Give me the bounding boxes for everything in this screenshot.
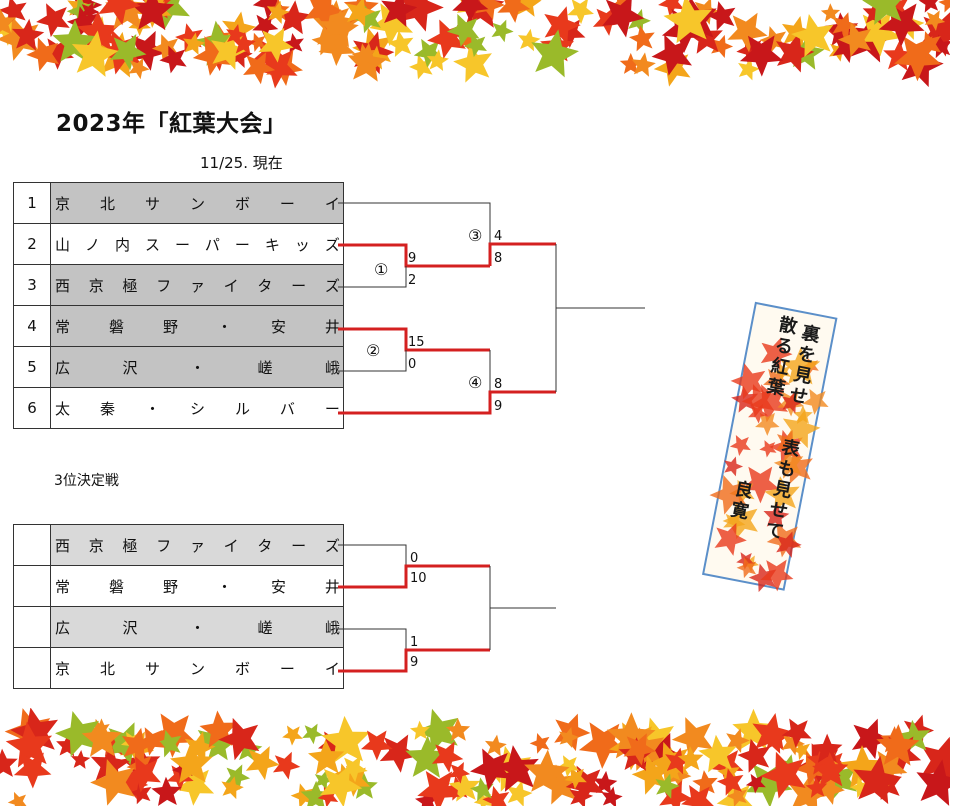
team-name: 常磐野・安井 (50, 305, 344, 347)
bracket-line (338, 266, 407, 288)
poem-character: 良 (733, 478, 755, 503)
score-label: 2 (408, 273, 416, 288)
maple-leaves-top-border-icon (0, 0, 950, 89)
game-number: ③ (468, 226, 482, 245)
score-label: 15 (408, 335, 425, 350)
team-row: 広沢・嵯峨 (13, 606, 344, 648)
poem-character: を (796, 343, 818, 367)
poem-character: て (764, 519, 786, 543)
winner-line (338, 564, 490, 589)
score-label: 8 (494, 377, 502, 392)
score-label: 9 (408, 251, 416, 266)
seed-number: 3 (13, 264, 51, 306)
seed-number: 4 (13, 305, 51, 347)
poem-character: 葉 (764, 376, 788, 400)
team-name: 太秦・シルバー (50, 387, 344, 429)
page-title: 2023年「紅葉大会」 (56, 111, 287, 137)
bracket-line (338, 544, 407, 566)
bracket-line (338, 628, 407, 650)
team-row: 常磐野・安井 (13, 565, 344, 607)
score-label: 0 (410, 551, 418, 566)
seed-number (13, 524, 51, 566)
poem-character: 散 (777, 313, 800, 338)
poem-character: も (776, 457, 798, 481)
score-label: 9 (410, 655, 418, 670)
team-name: 京北サンボーイ (50, 647, 344, 689)
poem-character: る (773, 335, 795, 359)
game-number: ② (366, 341, 380, 360)
seed-number (13, 647, 51, 689)
score-label: 1 (410, 635, 418, 650)
bracket-line (338, 202, 491, 244)
game-number: ① (374, 260, 388, 279)
team-name: 西京極ファイターズ (50, 264, 344, 306)
winner-line (338, 648, 490, 673)
winner-line (488, 242, 556, 266)
seed-number (13, 565, 51, 607)
winner-line (338, 390, 556, 415)
score-label: 0 (408, 357, 416, 372)
maple-leaves-bottom-border-icon (0, 708, 950, 806)
poem-character: 裏 (799, 321, 823, 346)
third-place-label: 3位決定戦 (54, 473, 119, 489)
seed-number: 1 (13, 182, 51, 224)
poem-character: 寛 (729, 498, 751, 523)
poem-character: せ (768, 499, 790, 523)
game-number: ④ (468, 373, 482, 392)
poem-character: せ (788, 384, 810, 408)
winner-line (338, 327, 490, 352)
score-label: 4 (494, 229, 502, 244)
poem-character: 見 (771, 478, 794, 502)
team-name: 広沢・嵯峨 (50, 606, 344, 648)
seed-number: 5 (13, 346, 51, 388)
team-name: 広沢・嵯峨 (50, 346, 344, 388)
winner-line (338, 243, 490, 268)
seed-number: 2 (13, 223, 51, 265)
poem-character: 見 (791, 364, 814, 388)
team-row: 京北サンボーイ (13, 647, 344, 689)
bracket-line (338, 350, 407, 372)
poem-character: 表 (780, 436, 803, 461)
score-label: 10 (410, 571, 427, 586)
third-place-table: 西京極ファイターズ常磐野・安井広沢・嵯峨京北サンボーイ (13, 524, 344, 689)
score-label: 9 (494, 399, 502, 414)
seed-number (13, 606, 51, 648)
score-label: 8 (494, 251, 502, 266)
team-row: 西京極ファイターズ (13, 524, 344, 566)
poem-character: 紅 (769, 354, 791, 379)
team-name: 京北サンボーイ (50, 182, 344, 224)
team-name: 西京極ファイターズ (50, 524, 344, 566)
as-of-date: 11/25. 現在 (200, 154, 283, 172)
